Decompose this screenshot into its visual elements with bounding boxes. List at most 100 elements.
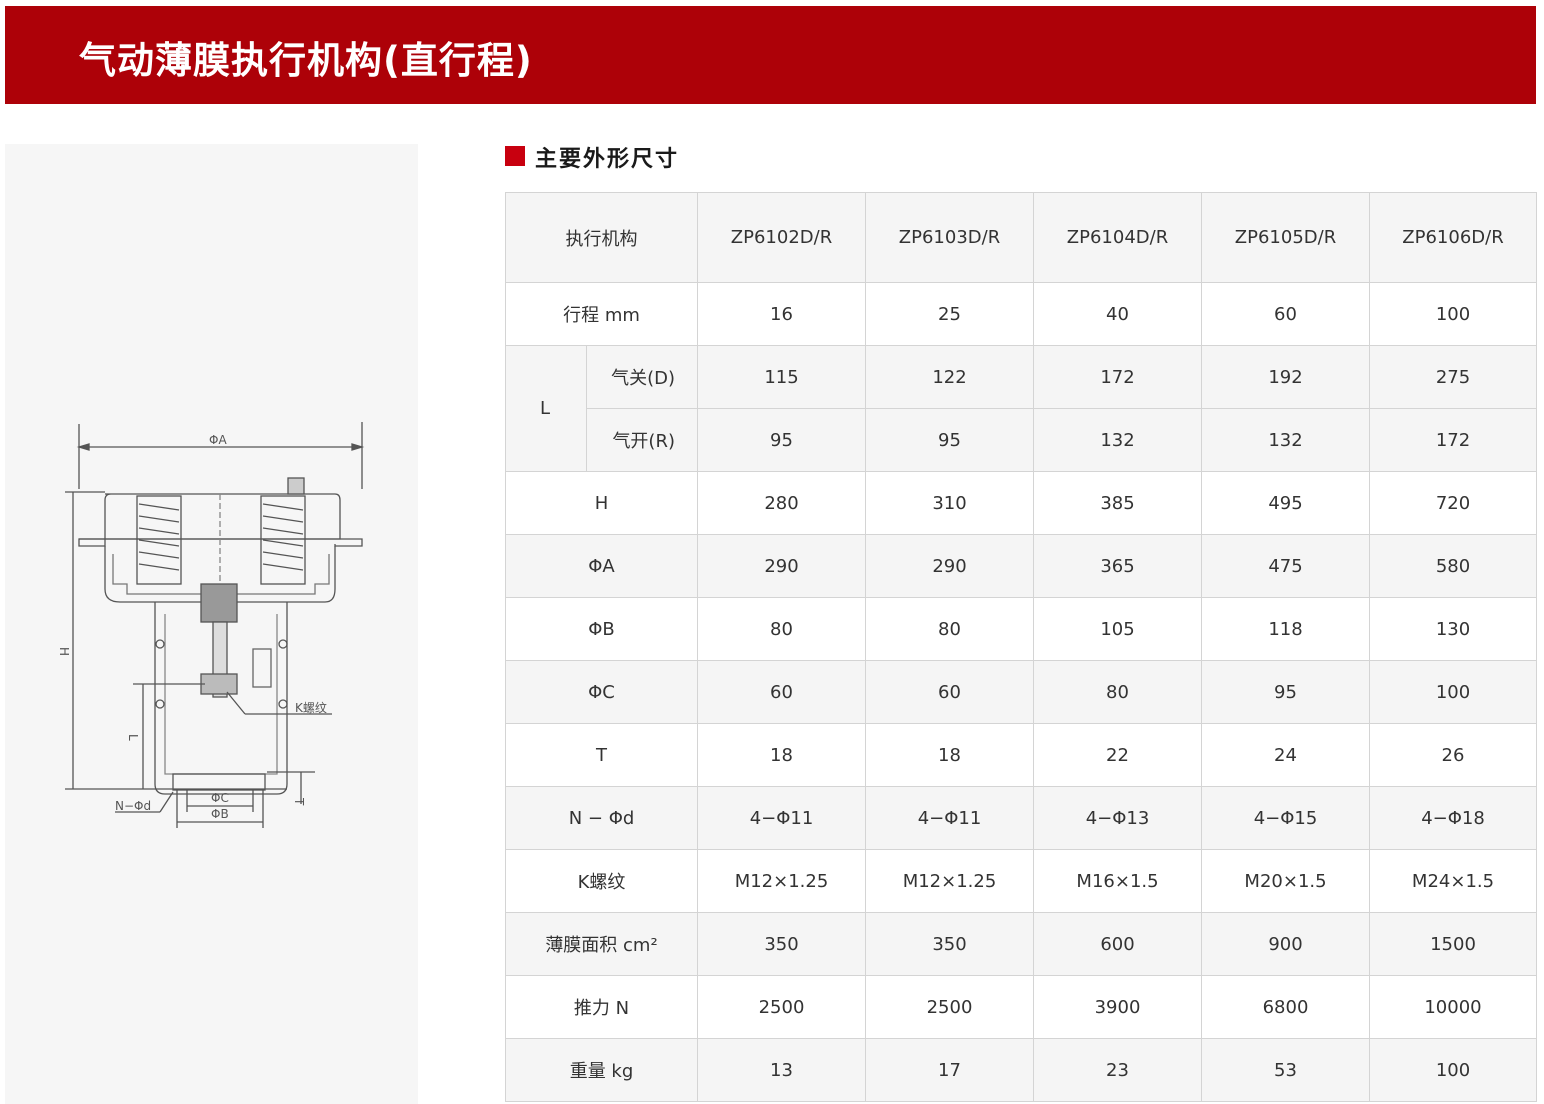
cell-value: 172 [1033, 345, 1202, 409]
cell-value: 80 [1033, 660, 1202, 724]
cell-value: M12×1.25 [865, 849, 1034, 913]
bolt-icon [278, 699, 288, 709]
cell-value: 95 [865, 408, 1034, 472]
dimensions-table: 执行机构 ZP6102D/R ZP6103D/R ZP6104D/R ZP610… [505, 192, 1537, 1102]
cell-value: 122 [865, 345, 1034, 409]
cell-value: 100 [1369, 282, 1537, 346]
left-spring [136, 495, 182, 585]
cell-value: 4−Φ18 [1369, 786, 1537, 850]
section-marker [505, 146, 525, 166]
row-label: 推力 N [505, 975, 698, 1039]
cell-value: 192 [1201, 345, 1370, 409]
section-title: 主要外形尺寸 [535, 147, 680, 172]
row-label: ΦC [505, 660, 698, 724]
table-header-row: 执行机构 ZP6102D/R ZP6103D/R ZP6104D/R ZP610… [505, 192, 1537, 283]
h-label: H [57, 647, 71, 656]
cell-value: 10000 [1369, 975, 1537, 1039]
cell-value: 275 [1369, 345, 1537, 409]
header-model: ZP6104D/R [1033, 192, 1202, 283]
cell-value: 53 [1201, 1038, 1370, 1102]
cell-value: 350 [697, 912, 866, 976]
arrow-icon [351, 443, 365, 451]
cell-value: 130 [1369, 597, 1537, 661]
vent-plug [287, 477, 305, 495]
cell-value: 115 [697, 345, 866, 409]
stroke-scale [252, 648, 272, 688]
bolt-icon [155, 699, 165, 709]
cell-value: M12×1.25 [697, 849, 866, 913]
cell-value: 132 [1033, 408, 1202, 472]
yoke-base-neck [172, 773, 266, 791]
cell-value: 290 [865, 534, 1034, 598]
cell-value: 600 [1033, 912, 1202, 976]
cell-value: 3900 [1033, 975, 1202, 1039]
cell-value: 100 [1369, 1038, 1537, 1102]
cell-value: 16 [697, 282, 866, 346]
cell-value: 22 [1033, 723, 1202, 787]
stem-connector [200, 673, 238, 695]
cell-value: 4−Φ13 [1033, 786, 1202, 850]
header-model: ZP6102D/R [697, 192, 866, 283]
cell-value: 1500 [1369, 912, 1537, 976]
title-banner: 气动薄膜执行机构(直行程) [5, 6, 1536, 104]
cell-value: 900 [1201, 912, 1370, 976]
cell-value: 132 [1201, 408, 1370, 472]
cell-value: 4−Φ11 [697, 786, 866, 850]
cell-value: 475 [1201, 534, 1370, 598]
cell-value: 23 [1033, 1038, 1202, 1102]
bolt-icon [155, 639, 165, 649]
cell-value: 580 [1369, 534, 1537, 598]
row-sub-label: 气关(D) [586, 345, 698, 409]
row-label: 薄膜面积 cm² [505, 912, 698, 976]
row-group-label: L [505, 345, 587, 472]
cell-value: 720 [1369, 471, 1537, 535]
row-label: T [505, 723, 698, 787]
header-model: ZP6103D/R [865, 192, 1034, 283]
phi-a-label: ΦA [209, 433, 227, 447]
cell-value: 6800 [1201, 975, 1370, 1039]
upper-housing [78, 493, 341, 547]
page-title: 气动薄膜执行机构(直行程) [79, 39, 533, 82]
cell-value: 13 [697, 1038, 866, 1102]
t-label: T [292, 797, 306, 806]
cell-value: 2500 [865, 975, 1034, 1039]
cell-value: 95 [697, 408, 866, 472]
header-label: 执行机构 [505, 192, 698, 283]
cell-value: 25 [865, 282, 1034, 346]
table-row-stroke: 行程 mm 16 25 40 60 100 [505, 282, 1537, 346]
cell-value: 365 [1033, 534, 1202, 598]
row-label: N − Φd [505, 786, 698, 850]
cell-value: 2500 [697, 975, 866, 1039]
cell-value: 24 [1201, 723, 1370, 787]
cell-value: 385 [1033, 471, 1202, 535]
k-thread-leader [226, 691, 246, 715]
table-row-l-open: 气开(R) 95 95 132 132 172 [506, 408, 1537, 472]
cell-value: 350 [865, 912, 1034, 976]
row-label: H [505, 471, 698, 535]
row-label: ΦA [505, 534, 698, 598]
cell-value: 495 [1201, 471, 1370, 535]
cell-value: 310 [865, 471, 1034, 535]
cell-value: 4−Φ15 [1201, 786, 1370, 850]
cell-value: 280 [697, 471, 866, 535]
cell-value: 18 [697, 723, 866, 787]
stem-nut [200, 583, 238, 623]
n-phi-d-leader [159, 791, 174, 813]
cell-value: 95 [1201, 660, 1370, 724]
housing-flange-right [79, 538, 363, 547]
table-row-l-closed: L 气关(D) 115 122 172 192 275 [505, 345, 1537, 472]
cell-value: 18 [865, 723, 1034, 787]
cell-value: M20×1.5 [1201, 849, 1370, 913]
k-thread-label: K螺纹 [295, 701, 327, 715]
cell-value: 4−Φ11 [865, 786, 1034, 850]
cell-value: 105 [1033, 597, 1202, 661]
cell-value: 172 [1369, 408, 1537, 472]
